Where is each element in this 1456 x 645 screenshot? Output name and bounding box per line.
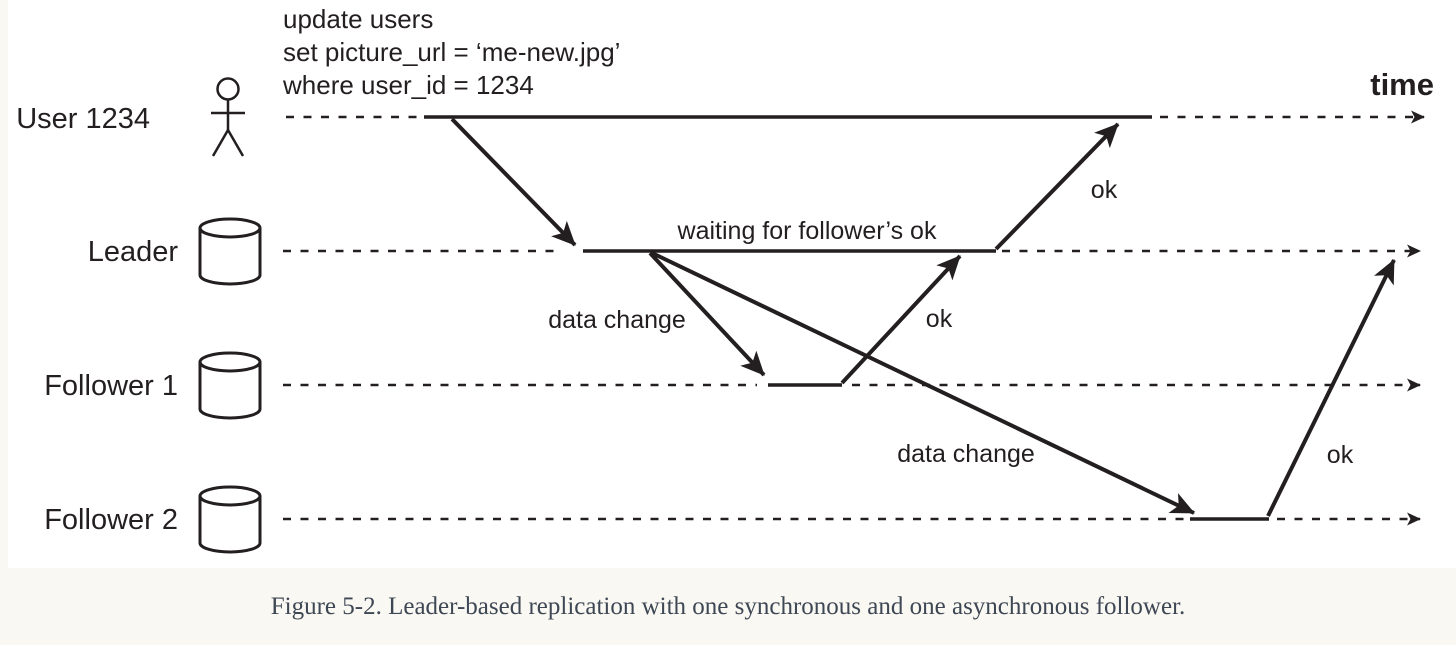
figure-caption: Figure 5-2. Leader-based replication wit… xyxy=(270,592,1186,620)
query-line-1: update users xyxy=(283,4,433,34)
annotation-ok-follower2: ok xyxy=(1327,441,1354,469)
query-line-3: where user_id = 1234 xyxy=(282,70,534,100)
replication-sequence-diagram: User 1234 Leader Follower 1 Follower 2 u… xyxy=(8,0,1456,568)
arrow-ok-follower2-to-leader xyxy=(1266,259,1396,517)
actor-label-leader: Leader xyxy=(88,236,179,268)
arrow-datachange-leader-to-follower2 xyxy=(651,251,1195,515)
arrow-datachange-leader-to-follower1 xyxy=(648,251,766,377)
database-icon-follower1 xyxy=(198,351,262,420)
actor-label-follower1: Follower 1 xyxy=(44,370,178,402)
arrow-ok-follower1-to-leader xyxy=(840,254,962,385)
actor-label-user: User 1234 xyxy=(16,103,150,135)
query-line-2: set picture_url = ‘me-new.jpg’ xyxy=(283,37,620,67)
actor-label-follower2: Follower 2 xyxy=(44,504,178,536)
annotation-ok-user: ok xyxy=(1091,176,1118,204)
figure-caption-band: Figure 5-2. Leader-based replication wit… xyxy=(0,568,1456,645)
arrow-write-user-to-leader xyxy=(450,117,577,247)
annotation-datachange-2: data change xyxy=(897,440,1035,468)
annotation-datachange-1: data change xyxy=(548,306,686,334)
database-icon-leader xyxy=(198,217,262,286)
query-text: update users set picture_url = ‘me-new.j… xyxy=(282,4,620,100)
annotation-waiting: waiting for follower’s ok xyxy=(677,217,937,245)
diagram-stage: User 1234 Leader Follower 1 Follower 2 u… xyxy=(8,0,1456,568)
diagram-background xyxy=(8,0,1456,568)
time-axis-label: time xyxy=(1370,67,1434,102)
database-icon-follower2 xyxy=(198,485,262,554)
annotation-ok-follower1: ok xyxy=(926,305,953,333)
person-icon xyxy=(211,77,245,157)
arrow-ok-leader-to-user xyxy=(994,122,1120,251)
